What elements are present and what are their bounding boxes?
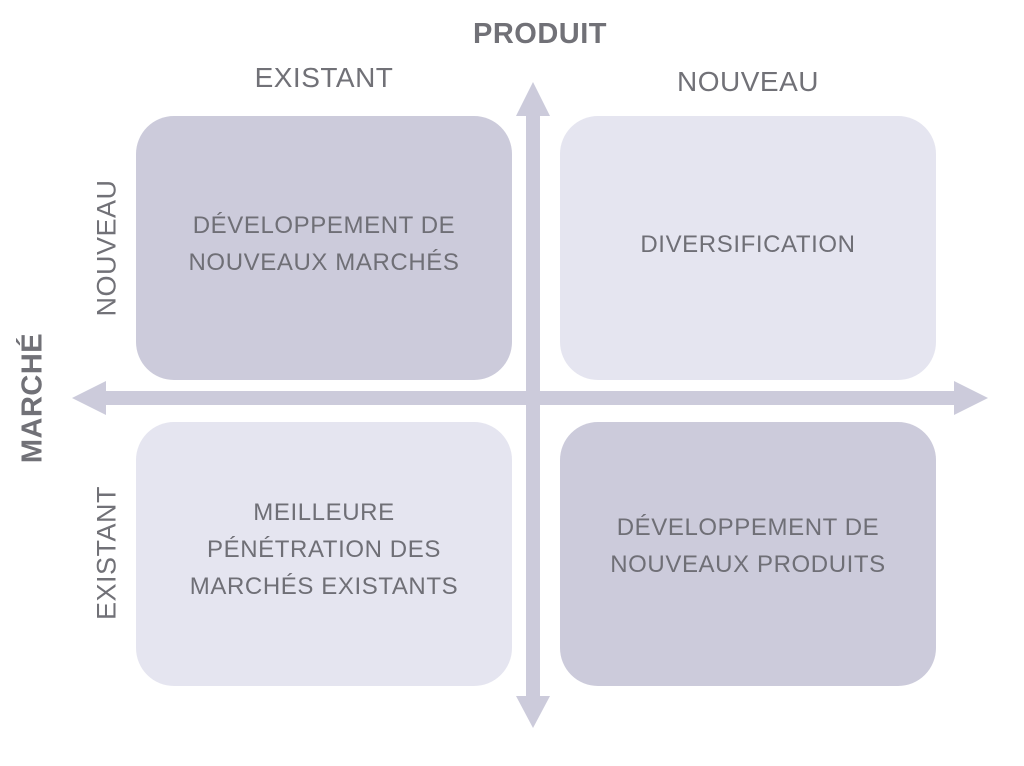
vertical-axis-arrow-up (516, 82, 550, 116)
quadrant-diversification-label: DIVERSIFICATION (640, 230, 856, 258)
product-axis-title: PRODUIT (473, 18, 607, 50)
quadrant-market-penetration: MEILLEURE PÉNÉTRATION DES MARCHÉS EXISTA… (136, 422, 512, 686)
quadrant-product-development-label: DÉVELOPPEMENT DE NOUVEAUX PRODUITS (610, 514, 886, 578)
quadrant-product-development: DÉVELOPPEMENT DE NOUVEAUX PRODUITS (560, 422, 936, 686)
product-existing-label: EXISTANT (254, 62, 394, 93)
market-new-label: NOUVEAU (91, 179, 122, 317)
quadrant-market-penetration-label: MEILLEURE PÉNÉTRATION DES MARCHÉS EXISTA… (189, 498, 459, 600)
vertical-axis-arrow-down (516, 696, 550, 728)
horizontal-axis-arrow-right (954, 381, 988, 415)
horizontal-axis-arrow-left (72, 381, 106, 415)
quadrant-diversification: DIVERSIFICATION (560, 116, 936, 380)
horizontal-axis-line (100, 391, 960, 405)
market-axis-title: MARCHÉ (16, 332, 49, 464)
quadrant-market-development-label: DÉVELOPPEMENT DE NOUVEAUX MARCHÉS (188, 212, 460, 276)
market-existing-label: EXISTANT (91, 485, 122, 621)
vertical-axis-line (526, 112, 540, 702)
quadrant-market-development: DÉVELOPPEMENT DE NOUVEAUX MARCHÉS (136, 116, 512, 380)
product-new-label: NOUVEAU (677, 66, 819, 97)
